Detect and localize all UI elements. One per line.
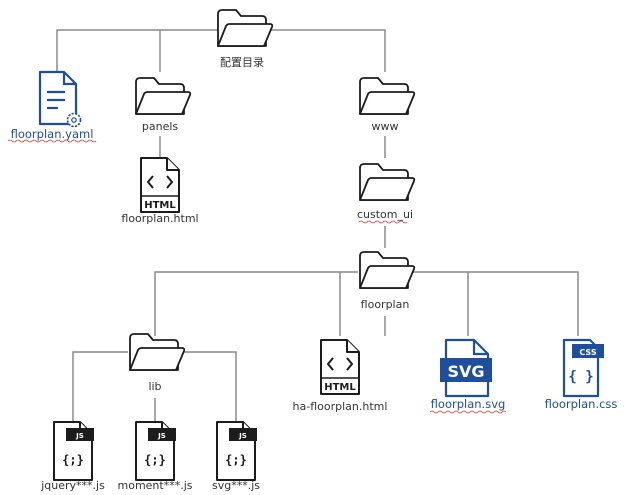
lib-folder-label: lib bbox=[148, 380, 161, 393]
svg-text:CSS: CSS bbox=[579, 348, 596, 357]
panels-folder[interactable]: panels bbox=[135, 77, 192, 133]
www-folder-label: www bbox=[372, 120, 399, 133]
ha-html-file[interactable]: HTML ha-floorplan.html bbox=[293, 339, 388, 413]
custom-ui-folder-label: custom_ui bbox=[357, 208, 413, 221]
js-file-label: moment***.js bbox=[118, 479, 193, 492]
ha-html-label: ha-floorplan.html bbox=[293, 400, 388, 413]
folder-icon bbox=[359, 251, 416, 289]
tree-edges bbox=[56, 29, 579, 422]
panels-folder-label: panels bbox=[142, 120, 179, 133]
folder-icon bbox=[217, 9, 274, 47]
svg-text:HTML: HTML bbox=[144, 200, 176, 211]
svg-text:HTML: HTML bbox=[324, 382, 356, 393]
svg-text:{;}: {;} bbox=[225, 453, 247, 467]
js-file-node[interactable]: JS {;} jquery***.js bbox=[40, 421, 105, 492]
svg-text:{ }: { } bbox=[568, 369, 593, 385]
root-folder-label: 配置目录 bbox=[220, 56, 264, 69]
panels-html-file[interactable]: HTML floorplan.html bbox=[121, 157, 199, 225]
js-file-node[interactable]: JS {;} moment***.js bbox=[118, 421, 193, 492]
js-file-icon: JS {;} bbox=[216, 421, 258, 481]
panels-html-label: floorplan.html bbox=[121, 212, 198, 225]
svg-text:JS: JS bbox=[75, 432, 84, 440]
svg-text:JS: JS bbox=[157, 432, 166, 440]
folder-icon bbox=[359, 163, 416, 201]
html-file-icon: HTML bbox=[320, 339, 360, 395]
js-file-icon: JS {;} bbox=[53, 421, 95, 481]
js-file-label: jquery***.js bbox=[40, 479, 105, 492]
svg-file-icon: SVG bbox=[440, 338, 492, 398]
svg-file-label: floorplan.svg bbox=[431, 397, 506, 411]
folder-icon bbox=[359, 77, 416, 115]
css-file-label: floorplan.css bbox=[545, 397, 618, 411]
config-file-gear-icon bbox=[38, 70, 82, 128]
css-file-icon: CSS { } bbox=[562, 338, 604, 398]
floorplan-folder-label: floorplan bbox=[361, 298, 410, 311]
svg-file-node[interactable]: SVG floorplan.svg bbox=[429, 338, 507, 414]
config-file-node[interactable]: floorplan.yaml bbox=[7, 70, 97, 143]
svg-text:JS: JS bbox=[238, 432, 247, 440]
custom-ui-folder[interactable]: custom_ui bbox=[357, 163, 416, 224]
svg-text:{;}: {;} bbox=[62, 453, 84, 467]
svg-text:{;}: {;} bbox=[144, 453, 166, 467]
html-file-icon: HTML bbox=[140, 157, 180, 213]
svg-text:SVG: SVG bbox=[447, 362, 484, 381]
js-file-label: svg***.js bbox=[212, 479, 260, 492]
spellcheck-underline bbox=[7, 139, 97, 143]
floorplan-folder[interactable]: floorplan bbox=[359, 251, 416, 311]
js-file-icon: JS {;} bbox=[135, 421, 177, 481]
root-folder[interactable]: 配置目录 bbox=[217, 9, 274, 69]
css-file-node[interactable]: CSS { } floorplan.css bbox=[545, 338, 618, 411]
folder-icon bbox=[135, 77, 192, 115]
js-file-node[interactable]: JS {;} svg***.js bbox=[212, 421, 260, 492]
config-file-label: floorplan.yaml bbox=[11, 127, 94, 141]
lib-folder[interactable]: lib bbox=[129, 333, 186, 393]
folder-icon bbox=[129, 333, 186, 371]
spellcheck-underline bbox=[358, 220, 408, 224]
spellcheck-underline bbox=[429, 410, 507, 414]
www-folder[interactable]: www bbox=[359, 77, 416, 133]
